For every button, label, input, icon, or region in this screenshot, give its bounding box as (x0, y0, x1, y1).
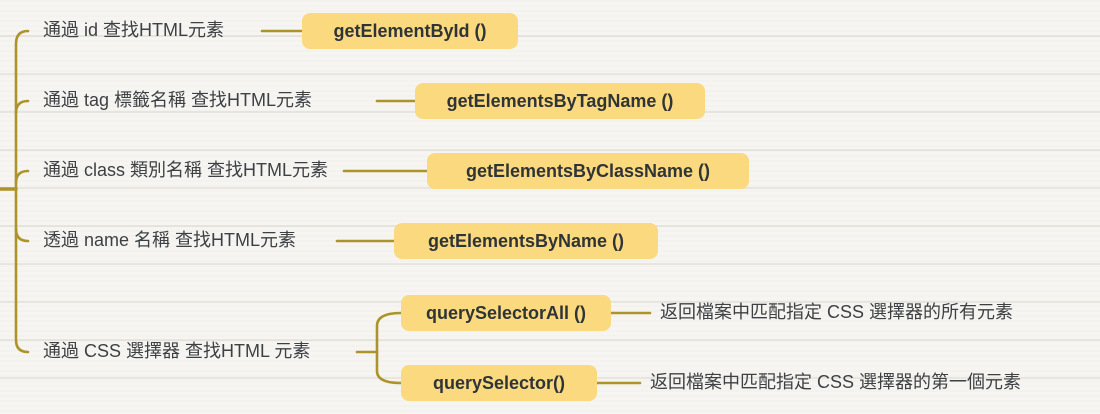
branch-label-class[interactable]: 通過 class 類別名稱 查找HTML元素 (43, 160, 329, 181)
description-queryselector[interactable]: 返回檔案中匹配指定 CSS 選擇器的第一個元素 (650, 372, 1022, 393)
method-node-queryselector[interactable]: querySelector() (401, 365, 597, 401)
method-node-getelementbyid[interactable]: getElementById () (302, 13, 518, 49)
branch-label-tag[interactable]: 通過 tag 標籤名稱 查找HTML元素 (43, 90, 313, 111)
branch3-curl (14, 169, 30, 185)
branch-label-id[interactable]: 通過 id 查找HTML元素 (43, 20, 225, 41)
branch-label-css-selector[interactable]: 通過 CSS 選擇器 查找HTML 元素 (43, 341, 311, 362)
description-queryselectorall[interactable]: 返回檔案中匹配指定 CSS 選擇器的所有元素 (660, 302, 1014, 323)
branch2-curl (14, 99, 30, 115)
method-node-getelementsbyname[interactable]: getElementsByName () (394, 223, 658, 259)
branch5-fork-bracket (375, 311, 403, 385)
branch4-curl (14, 227, 30, 243)
trunk-bracket (14, 29, 30, 354)
method-node-getelementsbytagname[interactable]: getElementsByTagName () (415, 83, 705, 119)
method-node-getelementsbyclassname[interactable]: getElementsByClassName () (427, 153, 749, 189)
branch-label-name[interactable]: 透過 name 名稱 查找HTML元素 (43, 230, 297, 251)
method-node-queryselectorall[interactable]: querySelectorAll () (401, 295, 611, 331)
